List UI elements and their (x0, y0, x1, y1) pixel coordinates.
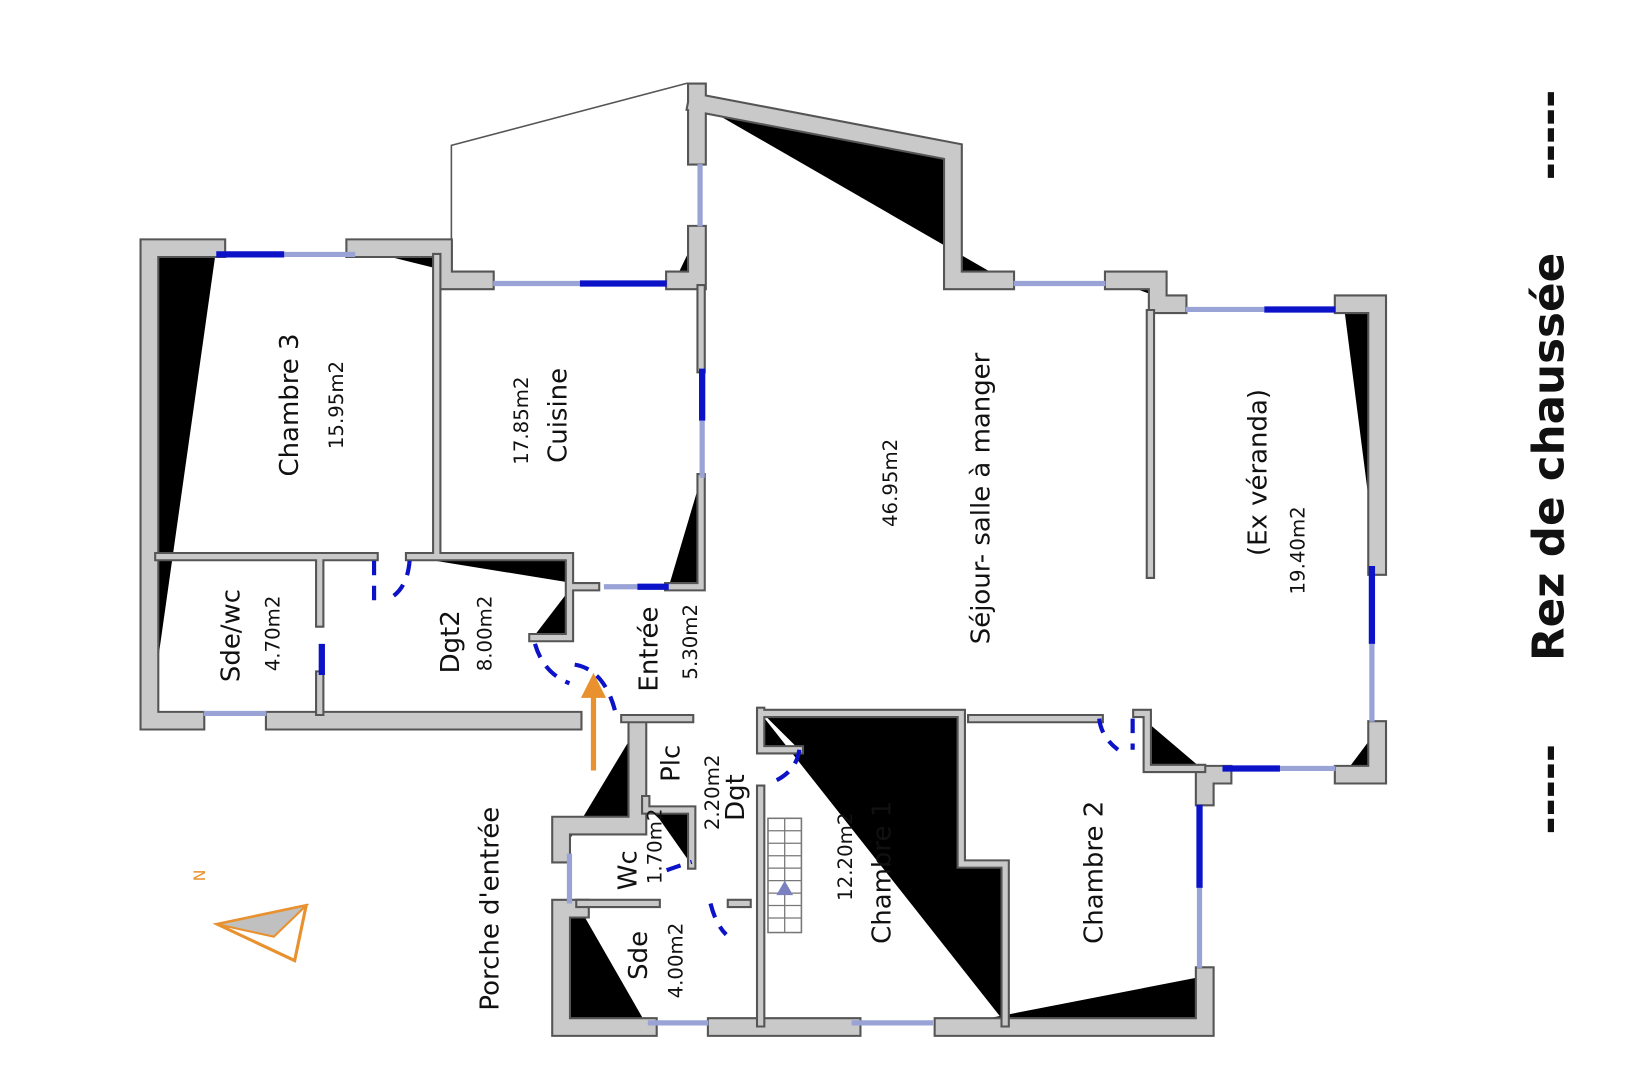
room-wc-area: 1.70m2 (644, 809, 667, 885)
room-chambre3-name: Chambre 3 (275, 333, 305, 476)
room-cuisine-area: 17.85m2 (510, 376, 533, 464)
room-sejour-area: 46.95m2 (879, 439, 902, 527)
room-wc-name: Wc (613, 850, 643, 890)
kitchen-roof-outline (450, 82, 688, 239)
stair-direction-arrow-icon (776, 880, 794, 896)
title-dashes-bottom: ----- (1524, 744, 1575, 835)
room-entree-name: Entrée (634, 607, 664, 692)
inner-walls (159, 258, 1202, 1023)
room-porche-name: Porche d'entrée (476, 807, 506, 1011)
compass-label: N (191, 870, 209, 882)
room-cuisine-name: Cuisine (543, 368, 573, 463)
room-dgt2-name: Dgt2 (436, 610, 466, 673)
room-sde-area: 4.00m2 (665, 923, 688, 999)
plan-title: Rez de chaussée (1524, 253, 1575, 661)
room-veranda-area: 19.40m2 (1286, 506, 1309, 594)
room-chambre2-name: Chambre 2 (1079, 801, 1109, 944)
windows (203, 164, 1376, 1026)
title-dashes-top: ----- (1524, 90, 1575, 181)
room-sde-name: Sde (624, 931, 654, 980)
room-dgt-area: 2.20m2 (701, 755, 724, 831)
staircase (767, 817, 803, 934)
entrance-arrow-icon (580, 672, 607, 771)
room-chambre1-area: 12.20m2 (834, 813, 857, 901)
compass-north-icon: N (191, 870, 310, 963)
room-dgt-name: Dgt (721, 774, 751, 821)
doors (371, 560, 1135, 937)
room-sejour-name: Séjour- salle à manger (967, 352, 997, 644)
room-chambre3-area: 15.95m2 (325, 361, 348, 449)
room-veranda-name: (Ex véranda) (1244, 389, 1274, 556)
room-sdewc-area: 4.70m2 (261, 596, 284, 672)
room-sdewc-name: Sde/wc (216, 589, 246, 682)
room-dgt2-area: 8.00m2 (473, 596, 496, 672)
room-chambre1-name: Chambre 1 (867, 801, 897, 944)
room-entree-area: 5.30m2 (679, 604, 702, 680)
room-plc-name: Plc (656, 745, 686, 782)
